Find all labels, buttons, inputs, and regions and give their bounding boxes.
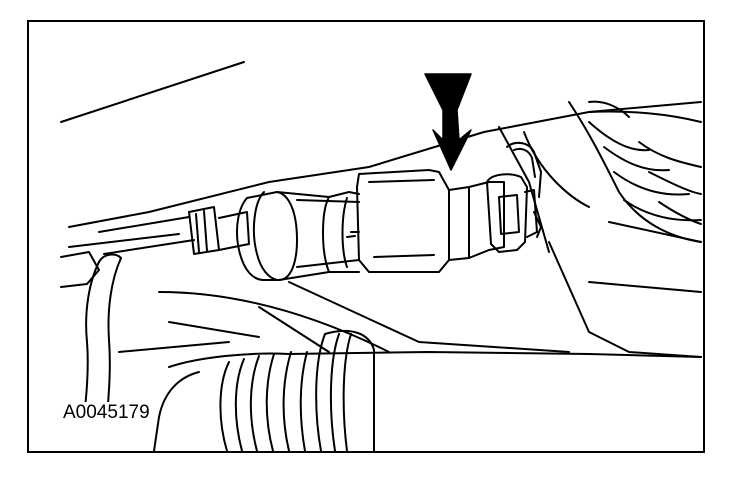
pressure-switch-body xyxy=(346,169,505,273)
fitting-body xyxy=(236,191,360,281)
suction-hose xyxy=(153,330,702,451)
figure-frame: A0045179 xyxy=(27,20,705,453)
ribbed-hose-right xyxy=(568,100,702,243)
pressure-switch-illustration xyxy=(60,61,702,451)
electrical-connector xyxy=(486,141,542,253)
background-body-lines xyxy=(60,61,702,358)
lower-tube xyxy=(83,253,122,418)
figure-id-label: A0045179 xyxy=(61,402,152,424)
refrigerant-line xyxy=(98,206,250,255)
arrow-down-icon xyxy=(424,73,472,171)
